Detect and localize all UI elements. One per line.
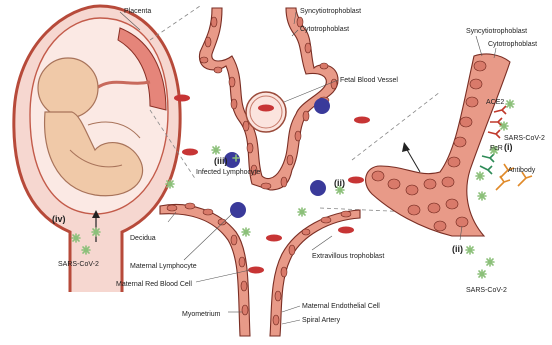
placenta-label: Placenta: [124, 8, 151, 15]
infected-lymphocyte-label: Infected Lymphocyte: [196, 169, 260, 176]
extravillous-trophoblast-label: Extravillous trophoblast: [312, 253, 384, 260]
zoom-line-right-top: [352, 92, 440, 160]
fcrn-label: FcR: [490, 145, 503, 152]
maternal-lymphocyte-label: Maternal Lymphocyte: [130, 263, 197, 270]
antibody-label: Antibody: [508, 167, 536, 174]
trophoblast-interface: Syncytiotrophoblast Cytotrophoblast ACE2…: [366, 28, 545, 294]
sars-cov2-right-label: SARS-CoV-2: [504, 135, 545, 142]
spiral-artery-label: Spiral Artery: [302, 317, 341, 324]
lymphocyte: [314, 98, 330, 114]
zoom-line-top: [150, 6, 200, 40]
numeral-iv: (iv): [52, 214, 66, 224]
syncytiotrophoblast-top-label: Syncytiotrophoblast: [300, 8, 361, 15]
uterus-panel: Placenta (iv) SARS-CoV-2: [14, 6, 180, 292]
maternal-endothelial-cell-label: Maternal Endothelial Cell: [302, 303, 380, 310]
fetal-blood-vessel: [246, 92, 286, 132]
ace2-label: ACE2: [486, 99, 504, 106]
sars-cov2-bottom-label: SARS-CoV-2: [466, 287, 507, 294]
cytotrophoblast-right-label: Cytotrophoblast: [488, 41, 537, 48]
numeral-ii-right: (ii): [452, 244, 463, 254]
transfer-arrow: [406, 148, 420, 172]
maternal-red-blood-cell-label: Maternal Red Blood Cell: [116, 281, 192, 288]
numeral-i: (i): [504, 142, 513, 152]
decidua-label: Decidua: [130, 235, 156, 242]
numeral-iii: (iii): [214, 156, 228, 166]
numeral-ii-center: (ii): [334, 178, 345, 188]
myometrium-label: Myometrium: [182, 311, 221, 318]
transfer-arrowhead: [402, 142, 410, 152]
cytotrophoblast-top-label: Cytotrophoblast: [300, 26, 349, 33]
syncytiotrophoblast-right-label: Syncytiotrophoblast: [466, 28, 527, 35]
fetal-blood-vessel-label: Fetal Blood Vessel: [340, 77, 398, 84]
fcrn-receptors: [480, 154, 494, 174]
sars-cov2-left-label: SARS-CoV-2: [58, 261, 99, 268]
fetal-red-blood-cell: [258, 105, 274, 112]
